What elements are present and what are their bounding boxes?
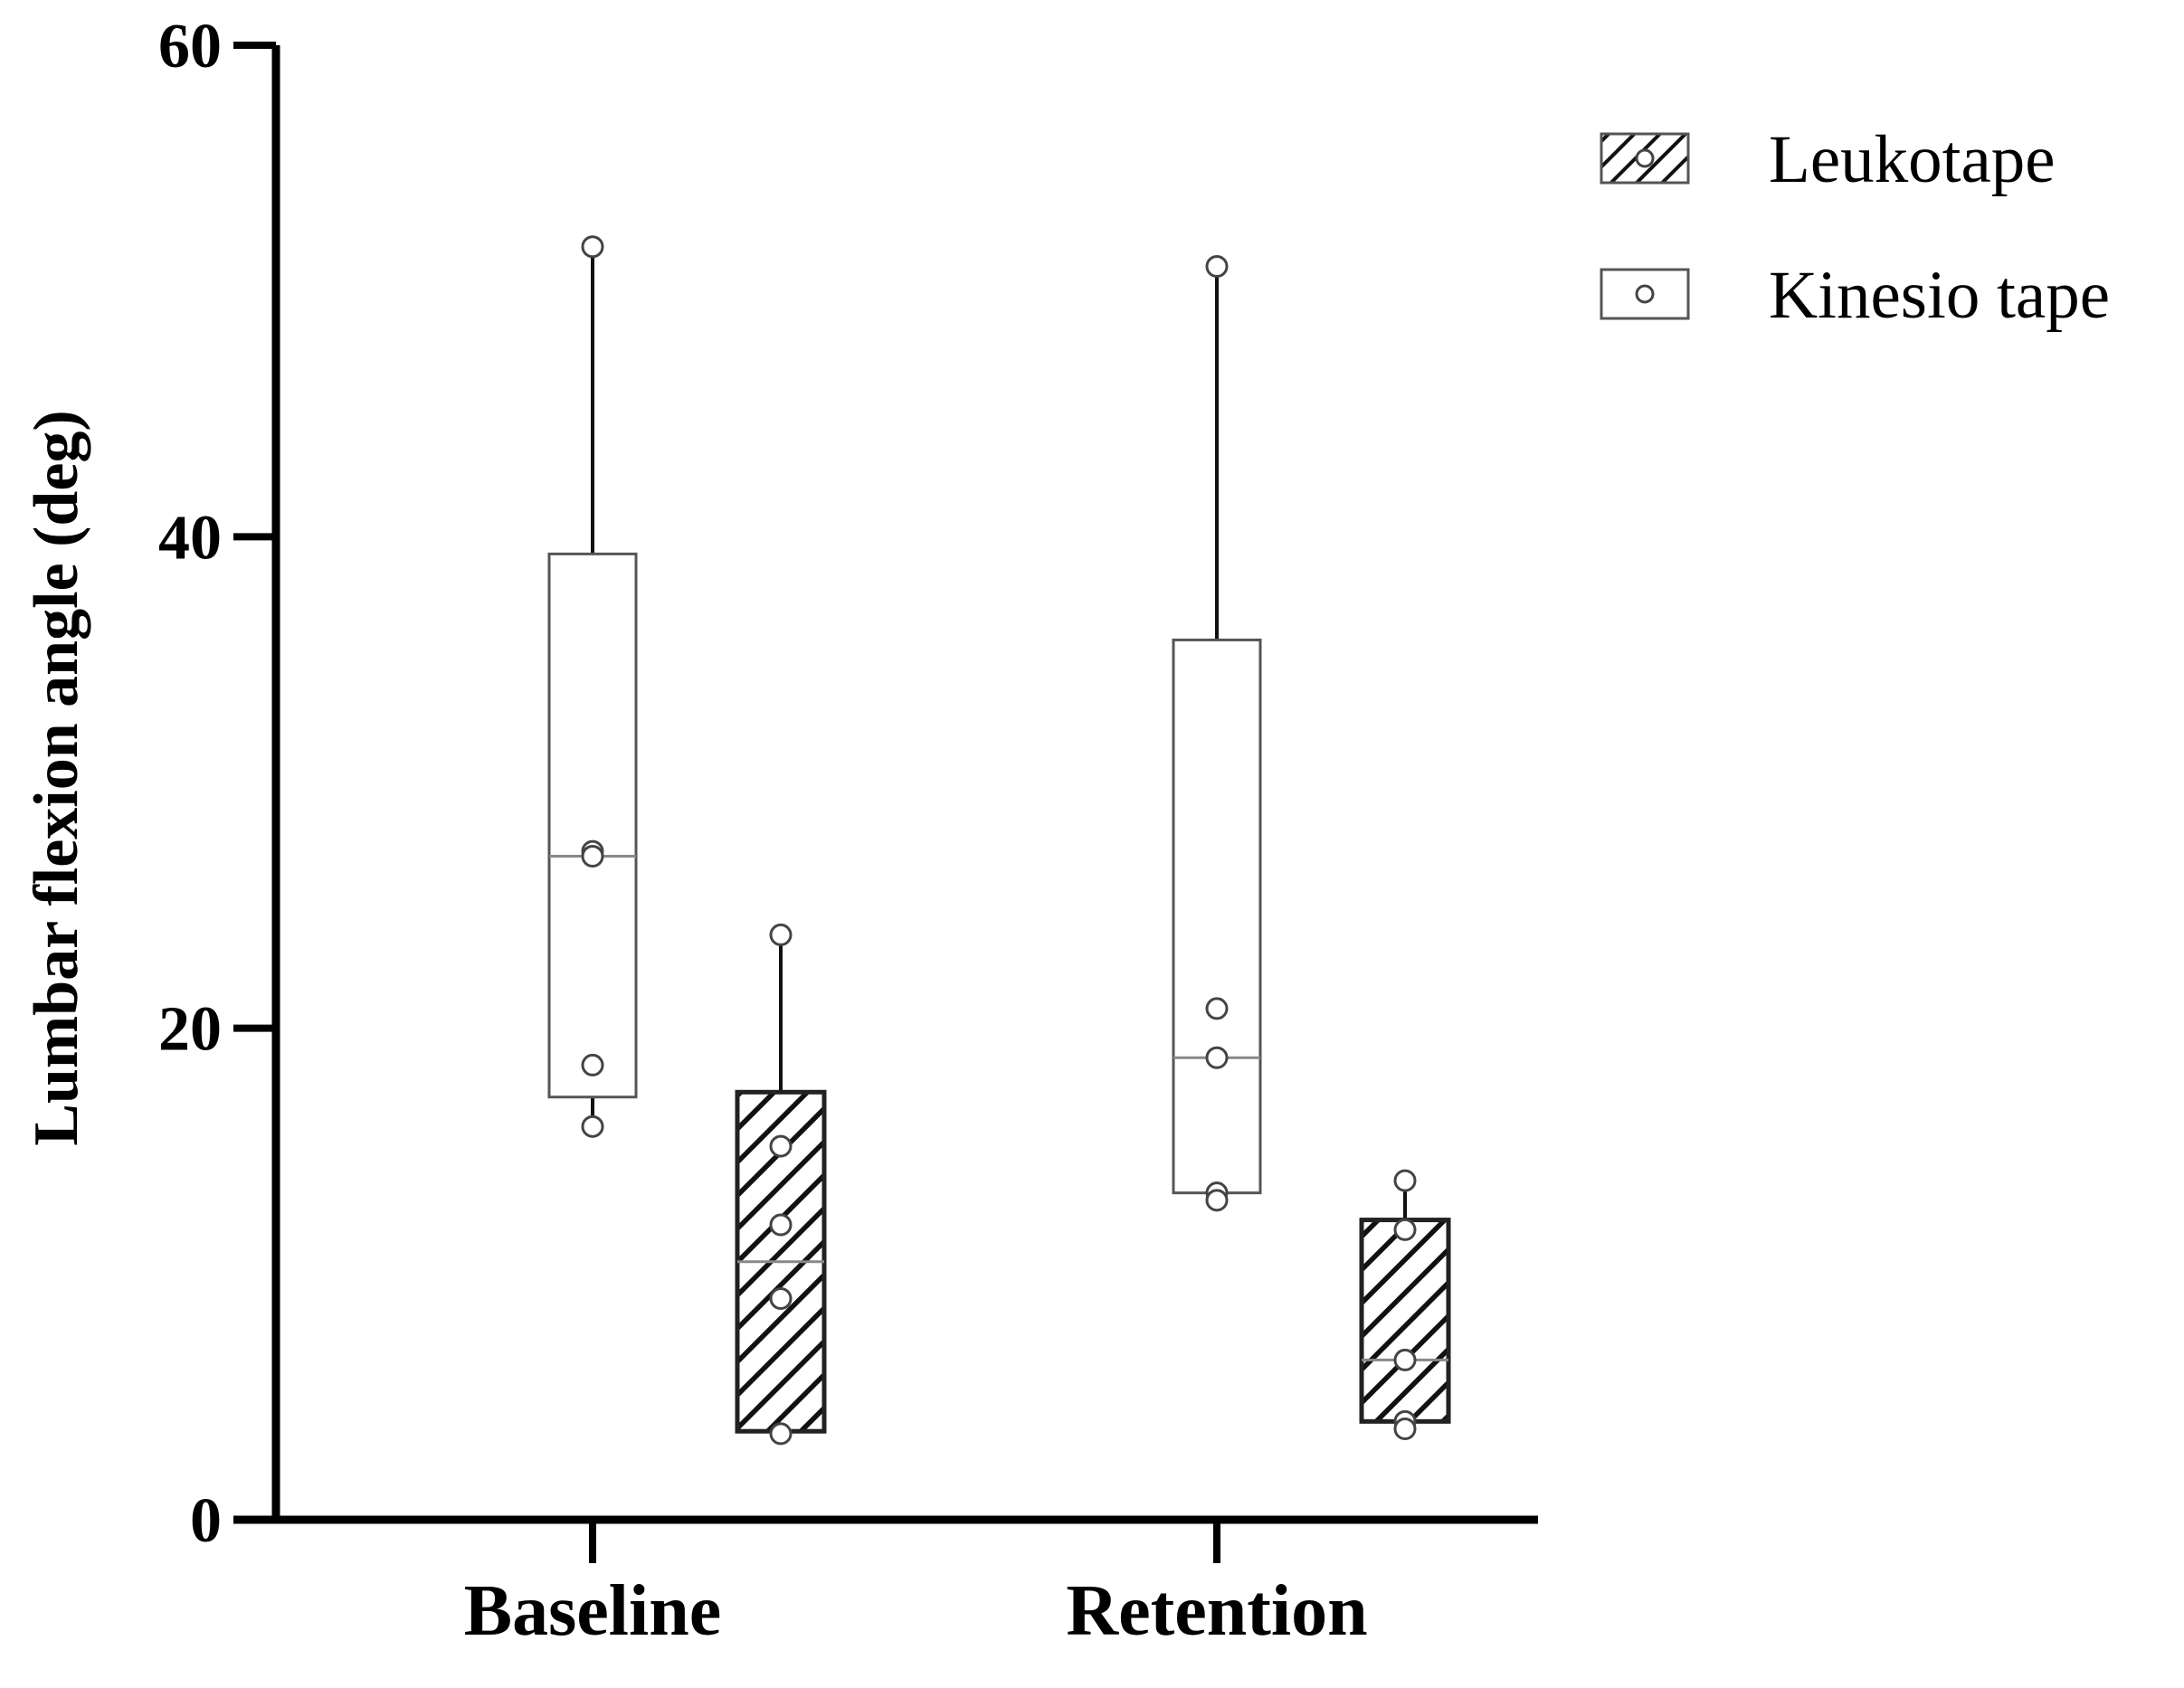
data-point: [1205, 997, 1229, 1020]
data-point: [769, 1422, 793, 1446]
data-point: [769, 1213, 793, 1237]
boxes: [547, 246, 1451, 1434]
y-tick-label: 60: [158, 12, 222, 81]
y-tick-label: 20: [158, 995, 222, 1065]
data-point: [1205, 1046, 1229, 1069]
legend-item: Leukotape: [1600, 122, 2056, 197]
y-axis-title: Lumbar flexion angle (deg): [22, 410, 91, 1145]
data-point: [1393, 1417, 1417, 1440]
data-point: [581, 1053, 604, 1076]
data-point: [1205, 255, 1229, 278]
box: [1359, 1218, 1451, 1424]
legend-marker: [1635, 148, 1655, 168]
data-point: [1393, 1169, 1417, 1192]
legend-item: Kinesio tape: [1600, 258, 2110, 333]
axes: [233, 42, 1538, 1563]
data-point: [769, 923, 793, 946]
y-tick-label: 0: [190, 1486, 222, 1556]
box: [1172, 638, 1262, 1195]
data-point: [581, 845, 604, 868]
y-tick-label: 40: [158, 503, 222, 573]
x-category-label: Baseline: [464, 1571, 721, 1651]
box: [547, 552, 638, 1099]
data-points: [581, 235, 1417, 1446]
x-category-label: Retention: [1066, 1571, 1367, 1651]
data-point: [1393, 1218, 1417, 1241]
data-point: [769, 1134, 793, 1158]
axis-labels: Lumbar flexion angle (deg) 0 20 40 60Baseli…: [22, 12, 1368, 1651]
data-point: [581, 1114, 604, 1138]
data-point: [769, 1287, 793, 1310]
data-point: [581, 235, 604, 259]
legend-marker: [1635, 284, 1655, 304]
legend-label: Kinesio tape: [1769, 258, 2110, 333]
legend-label: Leukotape: [1769, 122, 2056, 197]
data-point: [1205, 1189, 1229, 1212]
data-point: [1393, 1348, 1417, 1371]
